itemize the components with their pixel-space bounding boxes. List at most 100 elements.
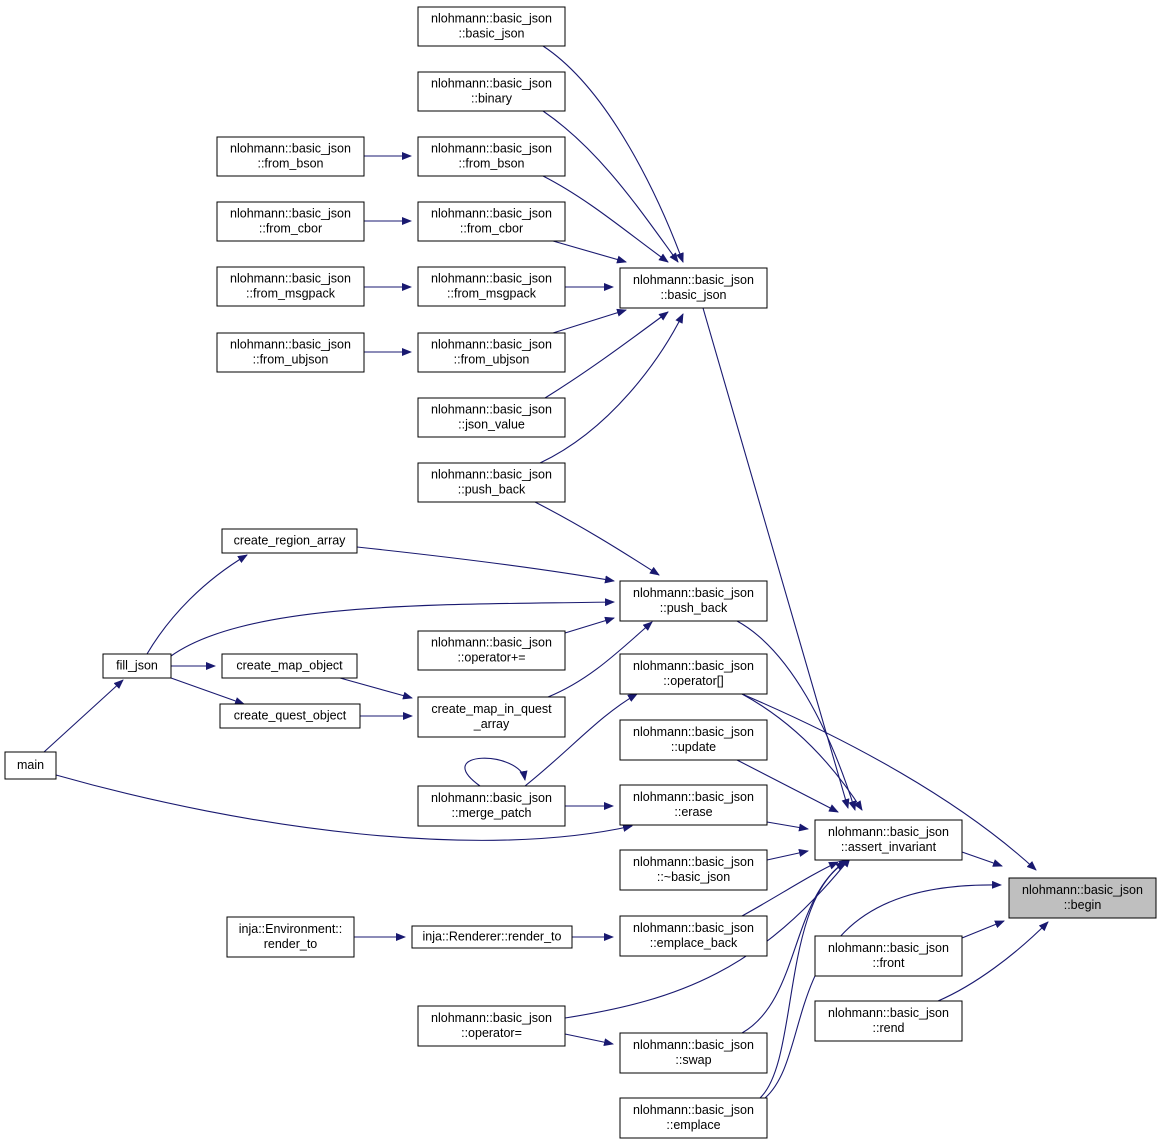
node-label: nlohmann::basic_json bbox=[230, 338, 351, 352]
node-assert_invariant[interactable]: nlohmann::basic_json::assert_invariant bbox=[814, 819, 963, 861]
node-box[interactable] bbox=[417, 71, 566, 112]
node-begin[interactable]: nlohmann::basic_json::begin bbox=[1008, 877, 1157, 919]
node-ctor_main[interactable]: nlohmann::basic_json::basic_json bbox=[619, 267, 768, 309]
node-operator_assign[interactable]: nlohmann::basic_json::operator= bbox=[417, 1005, 566, 1047]
node-label: nlohmann::basic_json bbox=[230, 272, 351, 286]
node-front[interactable]: nlohmann::basic_json::front bbox=[814, 935, 963, 977]
edge-from_cbor_mid-to-ctor_main bbox=[552, 240, 627, 264]
node-box[interactable] bbox=[216, 332, 365, 373]
node-box[interactable] bbox=[417, 1005, 566, 1047]
node-push_back_main[interactable]: nlohmann::basic_json::push_back bbox=[619, 580, 768, 622]
node-binary[interactable]: nlohmann::basic_json::binary bbox=[417, 71, 566, 112]
node-box[interactable] bbox=[417, 630, 566, 671]
node-from_msgpack_left[interactable]: nlohmann::basic_json::from_msgpack bbox=[216, 266, 365, 307]
node-create_map_in_quest_array[interactable]: create_map_in_quest_array bbox=[417, 696, 566, 738]
node-label: nlohmann::basic_json bbox=[828, 1006, 949, 1020]
node-box[interactable] bbox=[619, 849, 768, 891]
node-create_region_array[interactable]: create_region_array bbox=[221, 528, 358, 554]
node-merge_patch[interactable]: nlohmann::basic_json::merge_patch bbox=[417, 785, 566, 827]
node-box[interactable] bbox=[417, 696, 566, 738]
node-label: ::operator+= bbox=[457, 651, 525, 665]
node-box[interactable] bbox=[814, 935, 963, 977]
edge-erase-to-assert_invariant bbox=[766, 821, 809, 832]
node-box[interactable] bbox=[619, 580, 768, 622]
node-box[interactable] bbox=[221, 528, 358, 554]
node-box[interactable] bbox=[417, 6, 566, 47]
node-label: nlohmann::basic_json bbox=[431, 77, 552, 91]
node-swap[interactable]: nlohmann::basic_json::swap bbox=[619, 1032, 768, 1074]
node-box[interactable] bbox=[814, 819, 963, 861]
node-label: ::from_msgpack bbox=[447, 287, 537, 301]
node-push_back_upper[interactable]: nlohmann::basic_json::push_back bbox=[417, 462, 566, 503]
node-environment_render_to[interactable]: inja::Environment::render_to bbox=[226, 916, 355, 958]
node-box[interactable] bbox=[216, 136, 365, 177]
node-box[interactable] bbox=[1008, 877, 1157, 919]
node-box[interactable] bbox=[417, 332, 566, 373]
node-box[interactable] bbox=[619, 653, 768, 695]
nodes-layer: nlohmann::basic_json::beginnlohmann::bas… bbox=[4, 6, 1157, 1139]
node-box[interactable] bbox=[619, 784, 768, 826]
node-from_bson_mid[interactable]: nlohmann::basic_json::from_bson bbox=[417, 136, 566, 177]
node-dtor[interactable]: nlohmann::basic_json::~basic_json bbox=[619, 849, 768, 891]
edge-binary-to-ctor_main bbox=[542, 110, 679, 263]
node-box[interactable] bbox=[102, 653, 172, 679]
node-emplace[interactable]: nlohmann::basic_json::emplace bbox=[619, 1097, 768, 1139]
node-json_value[interactable]: nlohmann::basic_json::json_value bbox=[417, 397, 566, 438]
node-create_map_object[interactable]: create_map_object bbox=[221, 653, 358, 679]
node-box[interactable] bbox=[814, 1000, 963, 1042]
node-renderer_render_to[interactable]: inja::Renderer::render_to bbox=[411, 925, 573, 949]
node-label: create_quest_object bbox=[234, 709, 347, 723]
edge-rend-to-begin bbox=[937, 921, 1049, 1002]
node-box[interactable] bbox=[216, 201, 365, 242]
node-box[interactable] bbox=[619, 1097, 768, 1139]
node-from_cbor_mid[interactable]: nlohmann::basic_json::from_cbor bbox=[417, 201, 566, 242]
node-label: ::from_bson bbox=[458, 157, 524, 171]
node-box[interactable] bbox=[619, 719, 768, 761]
node-box[interactable] bbox=[226, 916, 355, 958]
edge-emplace_back-to-assert_invariant bbox=[741, 861, 839, 917]
node-label: nlohmann::basic_json bbox=[431, 272, 552, 286]
node-emplace_back[interactable]: nlohmann::basic_json::emplace_back bbox=[619, 915, 768, 957]
node-box[interactable] bbox=[417, 785, 566, 827]
node-label: ::emplace_back bbox=[650, 936, 738, 950]
node-from_cbor_left[interactable]: nlohmann::basic_json::from_cbor bbox=[216, 201, 365, 242]
node-from_bson_left[interactable]: nlohmann::basic_json::from_bson bbox=[216, 136, 365, 177]
edge-operator_assign-to-assert_invariant bbox=[564, 857, 851, 1019]
edge-operator_plus_eq-to-push_back_main bbox=[564, 616, 615, 634]
edge-assert_invariant-to-begin bbox=[961, 851, 1003, 867]
edge-push_back_main-to-assert_invariant bbox=[736, 620, 857, 811]
node-box[interactable] bbox=[219, 703, 361, 729]
node-box[interactable] bbox=[619, 915, 768, 957]
node-label: fill_json bbox=[116, 659, 158, 673]
node-erase[interactable]: nlohmann::basic_json::erase bbox=[619, 784, 768, 826]
node-label: nlohmann::basic_json bbox=[633, 659, 754, 673]
node-box[interactable] bbox=[216, 266, 365, 307]
node-label: nlohmann::basic_json bbox=[828, 941, 949, 955]
node-rend[interactable]: nlohmann::basic_json::rend bbox=[814, 1000, 963, 1042]
node-label: nlohmann::basic_json bbox=[431, 142, 552, 156]
node-label: ::begin bbox=[1064, 898, 1102, 912]
edge-emplace-to-assert_invariant bbox=[759, 859, 849, 1099]
node-box[interactable] bbox=[417, 201, 566, 242]
node-box[interactable] bbox=[417, 136, 566, 177]
node-label: ::merge_patch bbox=[452, 806, 532, 820]
node-box[interactable] bbox=[411, 925, 573, 949]
node-box[interactable] bbox=[619, 1032, 768, 1074]
node-fill_json[interactable]: fill_json bbox=[102, 653, 172, 679]
node-box[interactable] bbox=[417, 397, 566, 438]
node-from_ubjson_mid[interactable]: nlohmann::basic_json::from_ubjson bbox=[417, 332, 566, 373]
node-box[interactable] bbox=[417, 462, 566, 503]
node-box[interactable] bbox=[417, 266, 566, 307]
node-main[interactable]: main bbox=[4, 751, 57, 780]
node-update[interactable]: nlohmann::basic_json::update bbox=[619, 719, 768, 761]
node-box[interactable] bbox=[619, 267, 768, 309]
node-box[interactable] bbox=[221, 653, 358, 679]
node-ctor_top[interactable]: nlohmann::basic_json::basic_json bbox=[417, 6, 566, 47]
node-create_quest_object[interactable]: create_quest_object bbox=[219, 703, 361, 729]
node-from_msgpack_mid[interactable]: nlohmann::basic_json::from_msgpack bbox=[417, 266, 566, 307]
node-from_ubjson_left[interactable]: nlohmann::basic_json::from_ubjson bbox=[216, 332, 365, 373]
node-box[interactable] bbox=[4, 751, 57, 780]
node-operator_index[interactable]: nlohmann::basic_json::operator[] bbox=[619, 653, 768, 695]
node-operator_plus_eq[interactable]: nlohmann::basic_json::operator+= bbox=[417, 630, 566, 671]
